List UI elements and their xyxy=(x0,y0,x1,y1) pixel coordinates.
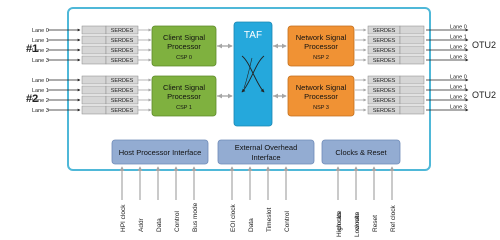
lane-label-left-g0-lane3: Lane 3 xyxy=(32,58,49,64)
csp0-title-1: Client Signal xyxy=(163,33,205,42)
csp1-title-1: Client Signal xyxy=(163,83,205,92)
lane-label-right-g1-lane0: Lane 0 xyxy=(450,75,467,81)
pin-label-host-0: HPI clock xyxy=(120,204,127,232)
serdes-label-right-g1-lane0: SERDES xyxy=(373,78,396,84)
lane-label-left-g0-lane2: Lane 2 xyxy=(32,48,49,54)
serdes-label-right-g1-lane2: SERDES xyxy=(373,98,396,104)
lane-label-right-g1-lane2: Lane 2 xyxy=(450,95,467,101)
serdes-label-left-g0-lane1: SERDES xyxy=(111,38,134,44)
lane-buffer-left-g1-lane3 xyxy=(81,105,107,115)
pin-label-eoh-2: Timeslot xyxy=(266,207,273,232)
taf-label: TAF xyxy=(244,30,262,41)
lane-label-right-g0-lane2: Lane 2 xyxy=(450,45,467,51)
serdes-label-right-g0-lane0: SERDES xyxy=(373,28,396,34)
serdes-label-left-g1-lane1: SERDES xyxy=(111,88,134,94)
output-label-otu2-bottom: OTU2 xyxy=(472,90,496,100)
network-signal-processor-3: Network Signal Processor NSP 3 xyxy=(287,75,355,117)
pin-label-eoh-3: Control xyxy=(284,210,291,232)
pin-label-clocks-3: Ref clock xyxy=(390,205,397,232)
lane-buffer-left-g0-lane3 xyxy=(81,55,107,65)
group-label-2: #2 xyxy=(26,93,38,105)
lane-buffer-left-g0-lane2 xyxy=(81,45,107,55)
clocks-reset-label: Clocks & Reset xyxy=(335,148,387,157)
lane-buffer-right-g0-lane2 xyxy=(399,45,425,55)
client-signal-processor-1: Client Signal Processor CSP 1 xyxy=(151,75,217,117)
lane-label-left-g1-lane1: Lane 1 xyxy=(32,88,49,94)
network-signal-processor-2: Network Signal Processor NSP 2 xyxy=(287,25,355,67)
lane-label-left-g1-lane2: Lane 2 xyxy=(32,98,49,104)
lane-buffer-right-g0-lane1 xyxy=(399,35,425,45)
lane-buffer-right-g1-lane0 xyxy=(399,75,425,85)
client-signal-processor-0: Client Signal Processor CSP 0 xyxy=(151,25,217,67)
csp1-sub: CSP 1 xyxy=(176,105,192,111)
lane-buffer-left-g1-lane0 xyxy=(81,75,107,85)
lane-buffer-right-g1-lane2 xyxy=(399,95,425,105)
csp0-title-2: Processor xyxy=(167,42,201,51)
host-processor-interface: Host Processor Interface xyxy=(111,139,209,165)
pin-label-eoh-1: Data xyxy=(248,218,255,232)
lane-buffer-left-g1-lane1 xyxy=(81,85,107,95)
nsp2-title-2: Processor xyxy=(304,42,338,51)
lane-buffer-right-g1-lane1 xyxy=(399,85,425,95)
lane-buffer-left-g0-lane0 xyxy=(81,25,107,35)
pin-label-clocks-1: Low rateclocks xyxy=(354,211,361,237)
group-label-1: #1 xyxy=(26,43,38,55)
pin-label-host-3: Control xyxy=(174,210,181,232)
nsp3-sub: NSP 3 xyxy=(313,105,329,111)
pin-label-host-4: Bus mode xyxy=(192,202,199,232)
serdes-label-left-g1-lane2: SERDES xyxy=(111,98,134,104)
output-label-otu2-top: OTU2 xyxy=(472,40,496,50)
lane-buffer-left-g1-lane2 xyxy=(81,95,107,105)
nsp3-title-1: Network Signal xyxy=(296,83,347,92)
lane-buffer-right-g1-lane3 xyxy=(399,105,425,115)
pin-label-host-2: Data xyxy=(156,218,163,232)
eoh-interface-label-1: External Overhead xyxy=(235,143,298,152)
serdes-label-left-g1-lane0: SERDES xyxy=(111,78,134,84)
pin-label-clocks-2: Reset xyxy=(372,215,379,232)
processor-links xyxy=(217,43,287,99)
nsp3-title-2: Processor xyxy=(304,92,338,101)
lane-label-right-g1-lane1: Lane 1 xyxy=(450,85,467,91)
lane-label-left-g1-lane3: Lane 3 xyxy=(32,108,49,114)
lane-label-left-g1-lane0: Lane 0 xyxy=(32,78,49,84)
pin-label-eoh-0: EOI clock xyxy=(230,203,237,232)
serdes-label-left-g0-lane0: SERDES xyxy=(111,28,134,34)
csp0-sub: CSP 0 xyxy=(176,55,192,61)
serdes-label-right-g1-lane3: SERDES xyxy=(373,108,396,114)
external-overhead-interface: External Overhead Interface xyxy=(217,139,315,165)
serdes-label-right-g0-lane2: SERDES xyxy=(373,48,396,54)
lane-label-right-g0-lane0: Lane 0 xyxy=(450,25,467,31)
nsp2-title-1: Network Signal xyxy=(296,33,347,42)
serdes-label-left-g0-lane3: SERDES xyxy=(111,58,134,64)
taf-block: TAF xyxy=(233,21,273,127)
lane-label-left-g0-lane1: Lane 1 xyxy=(32,38,49,44)
serdes-label-right-g1-lane1: SERDES xyxy=(373,88,396,94)
nsp2-sub: NSP 2 xyxy=(313,55,329,61)
lane-label-right-g0-lane3: Lane 3 xyxy=(450,55,467,61)
lane-buffer-left-g0-lane1 xyxy=(81,35,107,45)
serdes-label-right-g0-lane1: SERDES xyxy=(373,38,396,44)
eoh-interface-label-2: Interface xyxy=(251,153,280,162)
pin-label-clocks-0: High rateclocks xyxy=(336,210,343,237)
lane-label-right-g1-lane3: Lane 3 xyxy=(450,105,467,111)
signal-pins: HPI clock Addr Data Control Bus mode EOI cloc… xyxy=(119,166,397,237)
pin-label-host-1: Addr xyxy=(138,217,145,232)
lane-rows: Lane 0 SERDES SERDES Lane 0 Lane 1 SERDES SERD… xyxy=(32,25,469,115)
serdes-label-left-g1-lane3: SERDES xyxy=(111,108,134,114)
lane-buffer-right-g0-lane3 xyxy=(399,55,425,65)
serdes-label-left-g0-lane2: SERDES xyxy=(111,48,134,54)
serdes-label-right-g0-lane3: SERDES xyxy=(373,58,396,64)
lane-label-right-g0-lane1: Lane 1 xyxy=(450,35,467,41)
clocks-reset-interface: Clocks & Reset xyxy=(321,139,401,165)
lane-buffer-right-g0-lane0 xyxy=(399,25,425,35)
lane-label-left-g0-lane0: Lane 0 xyxy=(32,28,49,34)
csp1-title-2: Processor xyxy=(167,92,201,101)
host-interface-label: Host Processor Interface xyxy=(119,148,202,157)
